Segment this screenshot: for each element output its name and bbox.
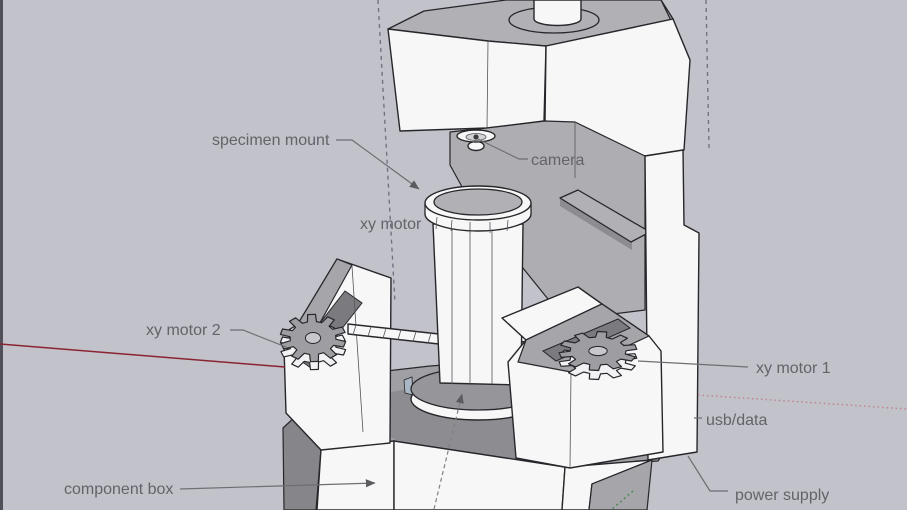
specimen-mount-label: specimen mount	[212, 132, 330, 149]
cap-facets	[435, 216, 509, 233]
specimen-mount-leader	[336, 139, 420, 190]
red-axis-dotted	[697, 394, 907, 410]
ring-leader	[433, 393, 464, 510]
camera-lens-nub	[467, 140, 485, 152]
component-box-label: component box	[64, 481, 173, 498]
camera-leader	[477, 138, 528, 160]
red-axis-line	[0, 343, 286, 368]
xy-motor-1-leader	[637, 360, 749, 368]
camera-label: camera	[531, 152, 584, 169]
camera-lens-aperture	[473, 134, 479, 140]
xy-motor-2-leader	[230, 329, 287, 348]
blue-axis-dashed-left	[377, 0, 396, 304]
xy-motor-2-gear	[279, 313, 347, 371]
base-front-face	[393, 440, 566, 510]
screen-edge-strip	[0, 0, 3, 510]
xy-motor-label: xy motor	[360, 216, 422, 233]
specimen-mount-cap-top	[433, 188, 523, 216]
base-corner-facet	[588, 459, 653, 510]
component-box-leader	[179, 479, 376, 490]
base-front-left-face	[316, 440, 395, 510]
blue-axis-dashed-right	[705, 0, 710, 149]
xy-motor-1-label: xy motor 1	[756, 360, 831, 377]
camera-tube	[533, 0, 582, 27]
specimen-column-facets	[451, 226, 493, 385]
left-mount-edge	[351, 265, 364, 433]
usb-data-label: usb/data	[706, 412, 767, 429]
arm-step-front	[560, 198, 632, 250]
right-mount-edge	[569, 371, 572, 468]
head-facet-edge	[486, 40, 489, 129]
power-supply-label: power supply	[735, 487, 829, 504]
xy-motor-2-label: xy motor 2	[146, 322, 221, 339]
power-supply-leader	[687, 455, 728, 492]
xy-motor-1-gear	[558, 330, 638, 381]
head-front-face	[387, 28, 547, 132]
